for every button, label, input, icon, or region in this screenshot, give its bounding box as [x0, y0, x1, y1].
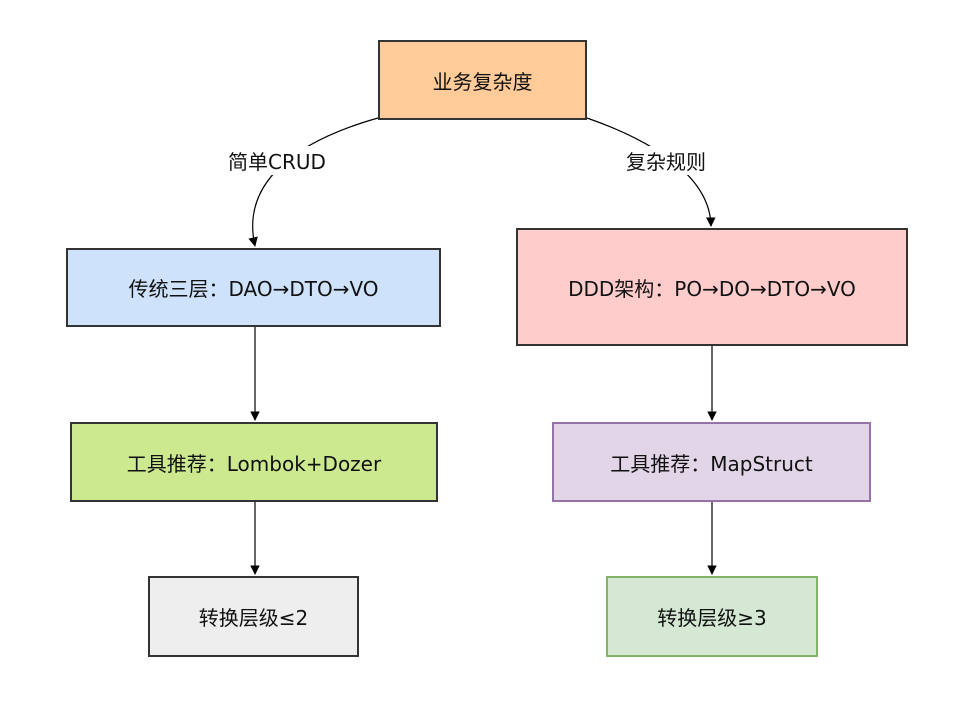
node-ddd-architecture: DDD架构：PO→DO→DTO→VO [516, 228, 908, 346]
node-conversion-levels-le-2: 转换层级≤2 [148, 576, 359, 657]
node-conversion-levels-ge-3: 转换层级≥3 [606, 576, 818, 657]
edge-root-to-left [248, 117, 379, 247]
node-tools-lombok-dozer: 工具推荐：Lombok+Dozer [70, 422, 438, 502]
node-tools-mapstruct: 工具推荐：MapStruct [552, 422, 871, 502]
edge-label-complex-rules: 复杂规则 [624, 146, 708, 175]
node-traditional-three-tier: 传统三层：DAO→DTO→VO [66, 248, 441, 327]
edge-label-simple-crud: 简单CRUD [226, 146, 328, 175]
root-node-business-complexity: 业务复杂度 [378, 40, 587, 120]
